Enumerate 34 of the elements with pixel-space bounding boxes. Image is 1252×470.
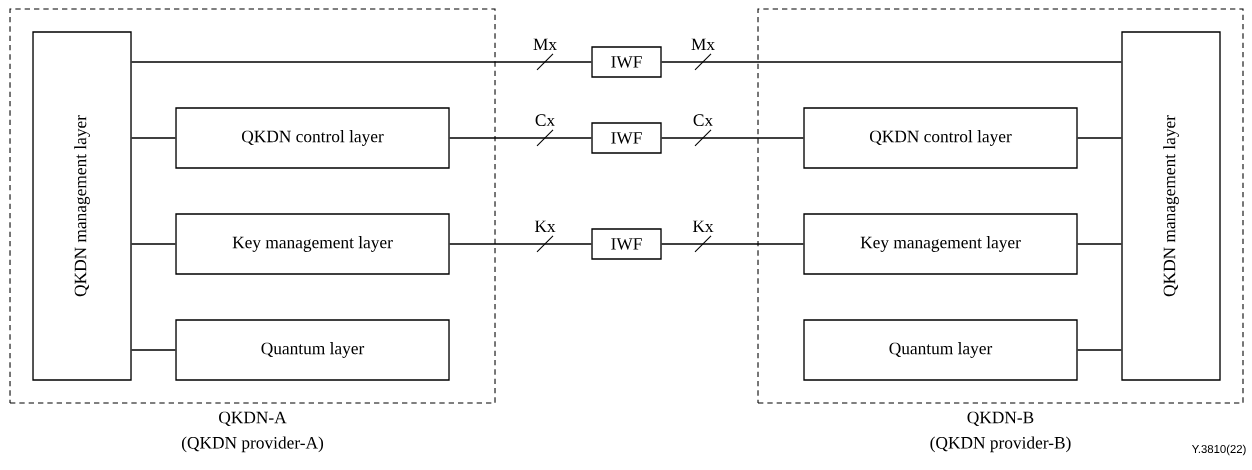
connector-line — [1077, 243, 1122, 245]
edge-label: Kx — [692, 220, 714, 232]
connector-line — [449, 243, 592, 245]
figure-number: Y.3810(22) — [1191, 444, 1246, 456]
node-label: QKDN-A — [219, 411, 287, 426]
connector-line — [1077, 137, 1122, 139]
edge-label: Cx — [535, 114, 555, 126]
layer-box: IWF — [591, 122, 662, 154]
layer-box: QKDN management layer — [1121, 31, 1221, 381]
node-label: (QKDN provider-A) — [181, 436, 324, 453]
layer-box: QKDN control layer — [803, 107, 1078, 169]
connector-line — [661, 243, 804, 245]
edge-label: Mx — [691, 38, 715, 50]
connector-line — [131, 61, 592, 63]
edge-label: Kx — [534, 220, 556, 232]
layer-box: QKDN control layer — [175, 107, 450, 169]
node-label: QKDN-B — [967, 411, 1034, 426]
layer-box: Key management layer — [175, 213, 450, 275]
connector-line — [661, 61, 1122, 63]
layer-box: Key management layer — [803, 213, 1078, 275]
node-label: (QKDN provider-B) — [930, 436, 1071, 453]
layer-box: QKDN management layer — [32, 31, 132, 381]
layer-box: Quantum layer — [803, 319, 1078, 381]
connector-line — [131, 243, 176, 245]
layer-box: Quantum layer — [175, 319, 450, 381]
edge-label: Cx — [693, 114, 713, 126]
layer-box: IWF — [591, 228, 662, 260]
edge-label: Mx — [533, 38, 557, 50]
connector-line — [1077, 349, 1122, 351]
connector-line — [449, 137, 592, 139]
layer-box: IWF — [591, 46, 662, 78]
connector-line — [661, 137, 804, 139]
connector-line — [131, 137, 176, 139]
connector-line — [131, 349, 176, 351]
